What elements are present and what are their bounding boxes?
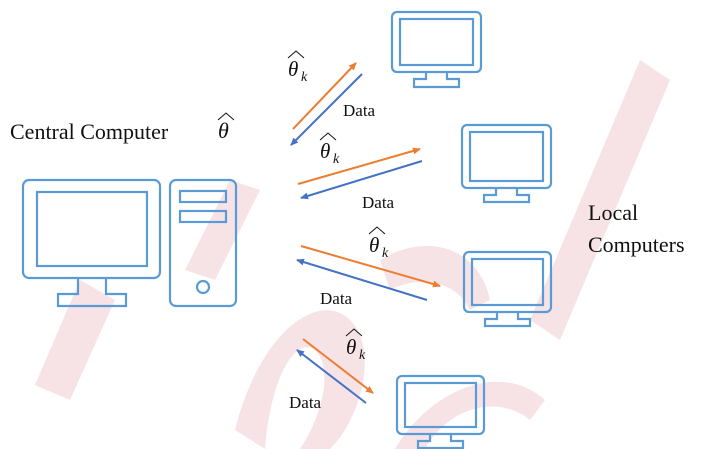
data-arrow — [290, 73, 363, 146]
parameter-label: θ k — [345, 328, 366, 363]
central-theta-hat — [217, 112, 235, 121]
parameter-label: θ k — [368, 226, 389, 261]
local-monitor-icon — [390, 10, 483, 89]
central-theta: θ — [218, 118, 229, 143]
data-arrow — [300, 160, 423, 200]
parameter-label: θ k — [319, 132, 340, 167]
theta-hat — [368, 226, 386, 235]
background-watermark — [35, 60, 670, 449]
theta-subscript: k — [333, 152, 340, 167]
data-arrow — [296, 258, 428, 301]
central-parameter-symbol: θ — [217, 112, 235, 143]
parameter-arrow — [300, 245, 441, 288]
pc-tower-icon — [168, 178, 238, 308]
theta-hat — [319, 132, 337, 141]
parameter-label: θ k — [287, 50, 308, 85]
local-monitor-icon — [395, 374, 486, 449]
theta-subscript: k — [359, 348, 366, 363]
link-2: θ k Data — [297, 132, 423, 212]
central-monitor-icon — [21, 178, 162, 308]
theta-symbol: θ — [320, 139, 330, 163]
theta-subscript: k — [382, 246, 389, 261]
link-3: θ k Data — [296, 226, 441, 308]
data-label: Data — [343, 101, 376, 120]
parameter-arrow — [302, 338, 374, 394]
local-computers-label-line1: Local — [588, 200, 638, 225]
local-monitor-icon — [460, 123, 553, 204]
link-4: θ k Data — [289, 328, 374, 412]
data-arrow — [296, 349, 367, 404]
link-1: θ k Data — [287, 50, 376, 146]
parameter-arrow — [297, 147, 421, 185]
theta-symbol: θ — [346, 335, 356, 359]
local-computers-label-line2: Computers — [588, 232, 685, 257]
local-monitor-icon — [462, 250, 553, 328]
data-label: Data — [289, 393, 322, 412]
data-label: Data — [320, 289, 353, 308]
data-label: Data — [362, 193, 395, 212]
parameter-arrow — [292, 62, 357, 130]
theta-symbol: θ — [288, 57, 298, 81]
theta-hat — [345, 328, 363, 337]
central-computer-label: Central Computer — [10, 119, 169, 144]
theta-symbol: θ — [369, 233, 379, 257]
theta-subscript: k — [301, 70, 308, 85]
theta-hat — [287, 50, 305, 59]
